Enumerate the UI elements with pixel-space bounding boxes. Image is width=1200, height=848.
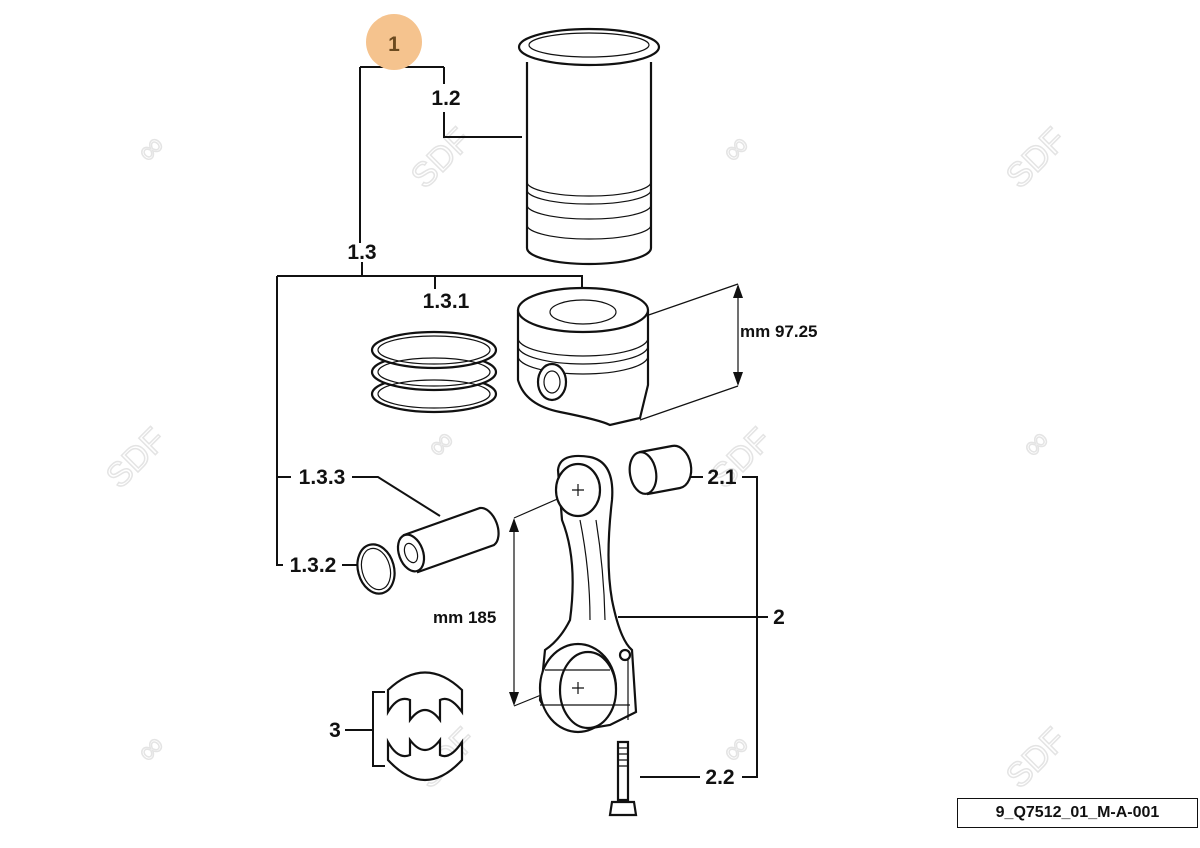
watermark: SDF (999, 121, 1074, 196)
piston-rings[interactable] (370, 330, 498, 414)
watermark: SDF (99, 421, 174, 496)
callout-1-3[interactable]: 1.3 (347, 241, 376, 264)
callout-2-2[interactable]: 2.2 (705, 766, 734, 789)
callout-1-2[interactable]: 1.2 (431, 87, 460, 110)
watermark: SDF (404, 121, 479, 196)
watermark: ∞ (1014, 422, 1058, 466)
small-end-bushing[interactable] (627, 444, 693, 496)
callout-2-1[interactable]: 2.1 (707, 466, 737, 489)
watermark: ∞ (419, 422, 463, 466)
cylinder-liner[interactable] (517, 27, 661, 266)
leader-lines (276, 60, 768, 778)
connecting-rod[interactable] (538, 454, 638, 734)
callout-2[interactable]: 2 (773, 606, 785, 629)
callout-1-label[interactable]: 1 (388, 33, 400, 56)
circlip[interactable] (352, 540, 400, 598)
piston-height-label: mm 97.25 (740, 322, 818, 341)
callout-1-3-3[interactable]: 1.3.3 (299, 466, 346, 489)
rod-length-label: mm 185 (433, 608, 496, 627)
watermark: ∞ (714, 127, 758, 171)
piston[interactable] (516, 286, 650, 427)
dimension-piston: mm 97.25 (639, 283, 818, 421)
connecting-rod-bolt[interactable] (608, 740, 638, 817)
watermark: ∞ (714, 727, 758, 771)
callout-1-3-1[interactable]: 1.3.1 (423, 290, 470, 313)
callout-1[interactable]: 1 (366, 14, 422, 70)
callout-1-3-2[interactable]: 1.3.2 (290, 554, 337, 577)
drawing-id-box: 9_Q7512_01_M-A-001 (957, 798, 1198, 828)
watermark: SDF (999, 721, 1074, 796)
watermark: ∞ (129, 727, 173, 771)
watermark: ∞ (129, 127, 173, 171)
bearing-shells[interactable] (386, 671, 464, 782)
piston-pin[interactable] (393, 506, 500, 575)
callout-3[interactable]: 3 (329, 719, 341, 742)
